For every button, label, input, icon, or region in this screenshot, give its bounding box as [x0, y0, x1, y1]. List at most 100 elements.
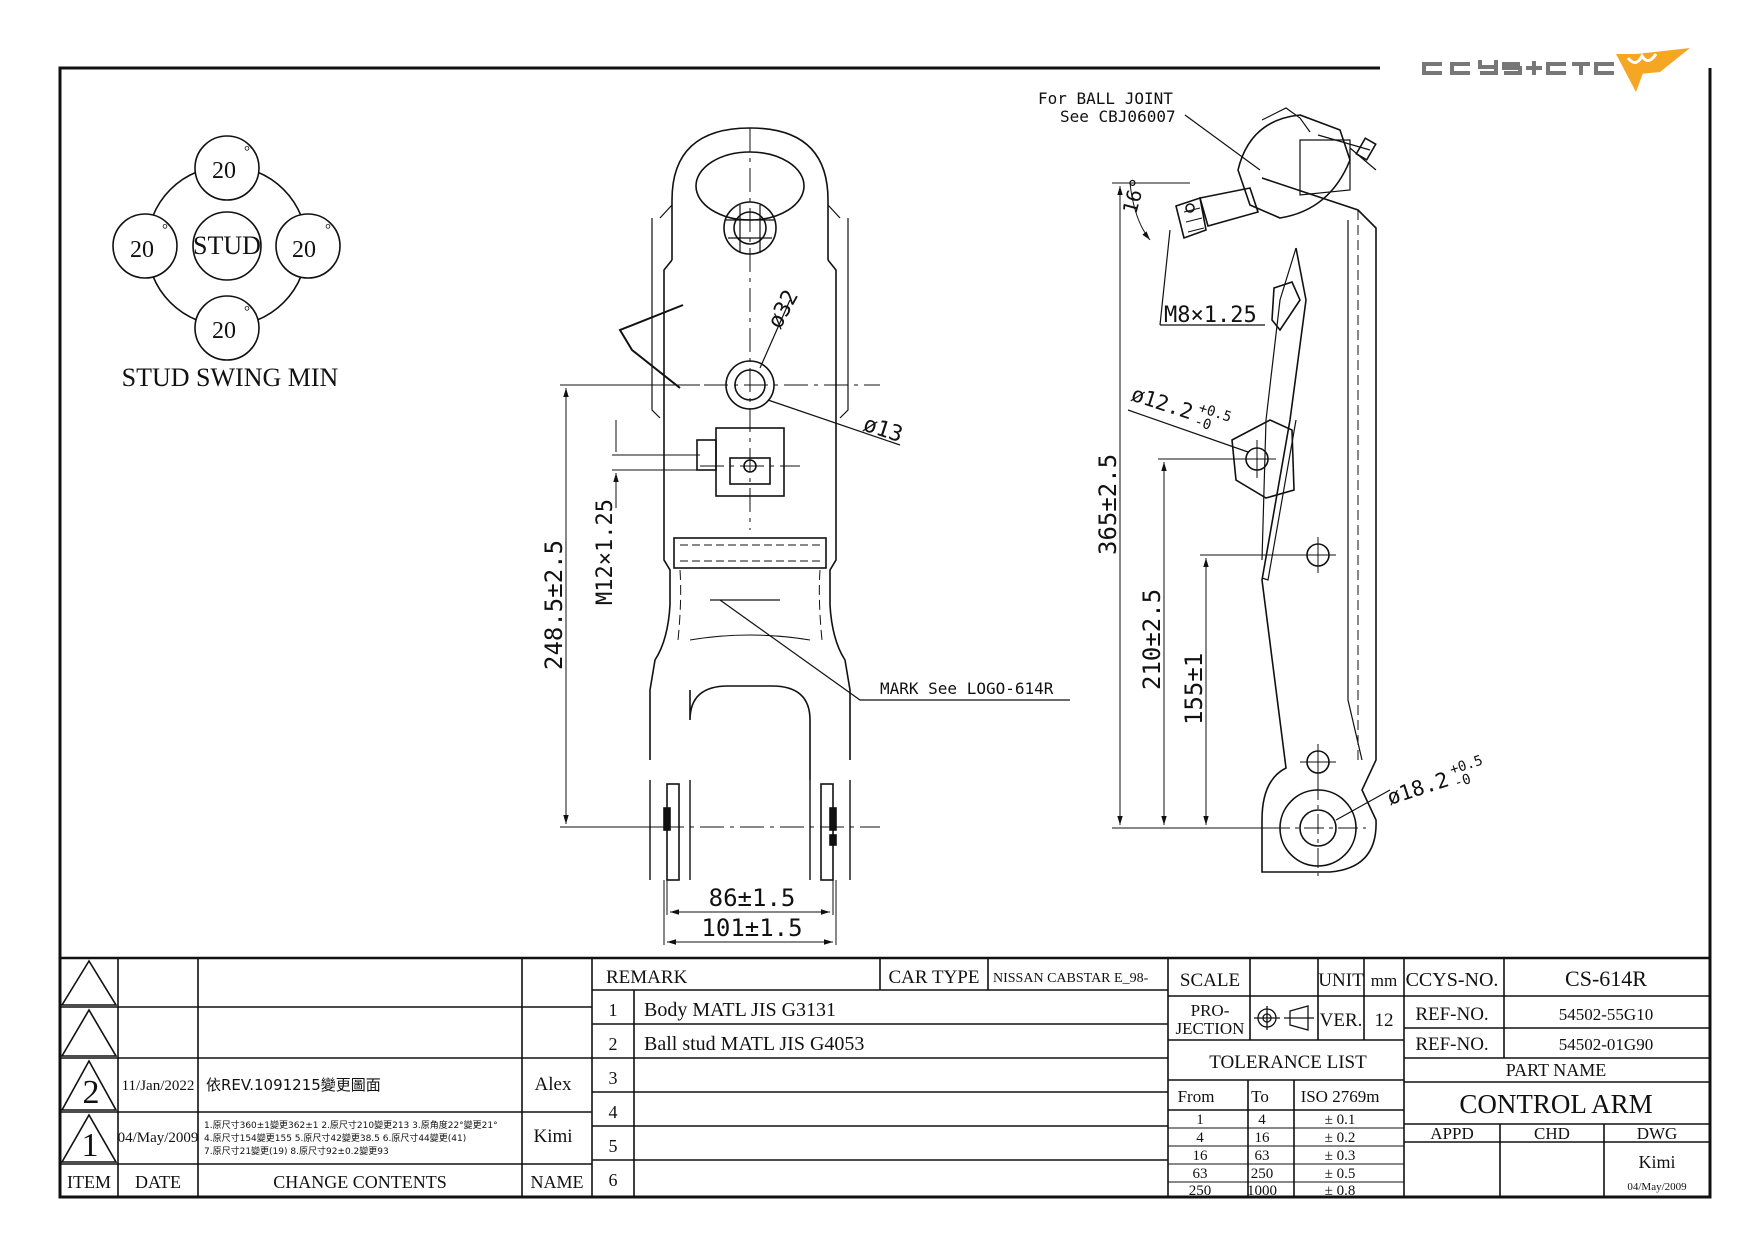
- degree-mark: °: [244, 144, 250, 160]
- swing-angle-right: 20: [292, 237, 316, 263]
- part-name-label: PART NAME: [1506, 1060, 1606, 1080]
- tolerance-cell: ± 0.5: [1325, 1166, 1356, 1182]
- car-type-value: NISSAN CABSTAR E_98-: [993, 971, 1149, 986]
- side-view: [1112, 107, 1391, 876]
- drawn-date: 04/May/2009: [1627, 1181, 1687, 1193]
- ball-joint: [1175, 107, 1377, 240]
- projection-label: PRO-: [1191, 1001, 1230, 1020]
- rev-name-2: Alex: [535, 1074, 572, 1095]
- bushing-left: [666, 783, 680, 881]
- ref-no-label-2: REF-NO.: [1415, 1034, 1488, 1055]
- tolerance-cell: 250: [1251, 1166, 1274, 1182]
- rev-date-1: 04/May/2009: [118, 1130, 199, 1146]
- unit-label: UNIT: [1318, 970, 1364, 991]
- remark-text-1: Body MATL JIS G3131: [644, 999, 836, 1021]
- rev-name-1: Kimi: [533, 1126, 572, 1147]
- tolerance-cell: 4: [1196, 1130, 1204, 1146]
- rev-content-1-line1: 1.原尺寸360±1變更362±1 2.原尺寸210變更213 3.原角度22°…: [204, 1119, 498, 1131]
- side-hole-small: [1238, 440, 1276, 478]
- rev-content-2: 依REV.1091215變更圖面: [206, 1076, 381, 1094]
- tolerance-cell: 16: [1255, 1130, 1271, 1146]
- revision-table-text: 2 11/Jan/2022 依REV.1091215變更圖面 Alex 1 04…: [67, 1074, 584, 1192]
- ball-joint-note: See CBJ06007: [1060, 107, 1176, 126]
- arm-outline-left: [649, 259, 673, 760]
- ccys-no-label: CCYS-NO.: [1406, 969, 1499, 991]
- width-86-label: 86±1.5: [709, 884, 796, 912]
- mark-note: MARK See LOGO-614R: [880, 679, 1054, 698]
- svg-text:ø18.2: ø18.2: [1384, 767, 1452, 809]
- bore-32-label: ø32: [763, 286, 804, 333]
- tolerance-cell: 63: [1193, 1166, 1208, 1182]
- degree-mark: °: [325, 222, 331, 238]
- svg-text:ø12.2: ø12.2: [1128, 382, 1196, 424]
- remark-no-5: 5: [609, 1136, 618, 1156]
- ball-joint-note: For BALL JOINT: [1038, 89, 1173, 108]
- tolerance-cell: 1: [1196, 1112, 1204, 1128]
- front-view-labels: ø32 ø13 M12×1.25 248.5±2.5 86±1.5 101±1.…: [540, 286, 1054, 942]
- tolerance-cell: 63: [1255, 1148, 1270, 1164]
- part-name-value: CONTROL ARM: [1459, 1089, 1652, 1119]
- degree-mark: °: [244, 304, 250, 320]
- side-hole-lower: [1300, 744, 1336, 780]
- car-type-label: CAR TYPE: [889, 967, 980, 988]
- stud-label: STUD: [193, 231, 261, 260]
- unit-value: mm: [1371, 971, 1397, 990]
- tolerance-cell: ± 0.8: [1325, 1183, 1356, 1199]
- projection-symbol: [1254, 1005, 1314, 1031]
- remark-no-4: 4: [609, 1102, 618, 1122]
- hole-12-label: ø12.2 +0.5 -0: [1128, 382, 1233, 434]
- width-101-label: 101±1.5: [701, 914, 802, 942]
- remark-no-2: 2: [609, 1034, 618, 1054]
- swing-angle-top: 20: [212, 158, 236, 184]
- appd-label: APPD: [1430, 1124, 1473, 1143]
- drawn-by: Kimi: [1638, 1152, 1675, 1172]
- tolerance-cell: 1000: [1247, 1183, 1277, 1199]
- rev-content-1-line3: 7.原尺寸21變更(19) 8.原尺寸92±0.2變更93: [204, 1145, 389, 1157]
- ver-label: VER.: [1320, 1010, 1363, 1031]
- remark-text-2: Ball stud MATL JIS G4053: [644, 1033, 864, 1055]
- scale-tolerance-block: [1168, 958, 1404, 1197]
- remark-no-3: 3: [609, 1068, 618, 1088]
- dim-365-label: 365±2.5: [1094, 454, 1122, 555]
- wire-clip: [618, 304, 684, 389]
- rev-header-content: CHANGE CONTENTS: [273, 1172, 447, 1192]
- thread-m12-label: M12×1.25: [593, 499, 618, 605]
- dim-155-label: 155±1: [1180, 653, 1208, 725]
- rev-date-2: 11/Jan/2022: [122, 1078, 195, 1094]
- front-centerline: [620, 128, 880, 828]
- remark-table: [592, 958, 1169, 1197]
- bore-13-label: ø13: [860, 412, 906, 448]
- dim-210-label: 210±2.5: [1138, 589, 1166, 690]
- thread-m8-label: M8×1.25: [1164, 303, 1257, 328]
- tolerance-cell: ± 0.2: [1325, 1130, 1356, 1146]
- remark-header: REMARK: [606, 967, 688, 988]
- side-arm-outline: [1261, 177, 1377, 873]
- company-logo: [1422, 48, 1690, 92]
- side-bracket: [1231, 419, 1295, 499]
- rev-header-name: NAME: [531, 1172, 584, 1192]
- chd-label: CHD: [1534, 1124, 1570, 1143]
- rev-content-1-line2: 4.原尺寸154變更155 5.原尺寸42變更38.5 6.原尺寸44變更(41…: [204, 1132, 466, 1144]
- logo-emblem: [1616, 48, 1690, 92]
- rev-item-2: 2: [83, 1074, 100, 1111]
- ref-no-value-2: 54502-01G90: [1559, 1035, 1653, 1054]
- logo-wordmark: [1422, 60, 1614, 75]
- ref-no-value-1: 54502-55G10: [1559, 1005, 1653, 1024]
- tolerance-cell: 16: [1193, 1148, 1209, 1164]
- degree-mark: °: [162, 222, 168, 238]
- drawing-frame: [58, 66, 1712, 1199]
- stud-swing-diagram: STUD 20 20 20 20 ° ° ° ° STUD SWING MIN: [112, 135, 341, 392]
- tolerance-header-from: From: [1178, 1087, 1215, 1106]
- fork-outline: [689, 685, 811, 780]
- ccys-no-value: CS-614R: [1565, 966, 1647, 991]
- rev-header-item: ITEM: [67, 1172, 111, 1192]
- tolerance-cell: 250: [1189, 1183, 1212, 1199]
- remark-no-1: 1: [609, 1000, 618, 1020]
- height-248-label: 248.5±2.5: [540, 540, 568, 670]
- front-view: [560, 127, 1070, 945]
- arm-outline-right: [827, 259, 851, 760]
- ver-value: 12: [1375, 1010, 1394, 1031]
- remark-no-6: 6: [609, 1170, 618, 1190]
- side-hole-mid: [1300, 537, 1336, 573]
